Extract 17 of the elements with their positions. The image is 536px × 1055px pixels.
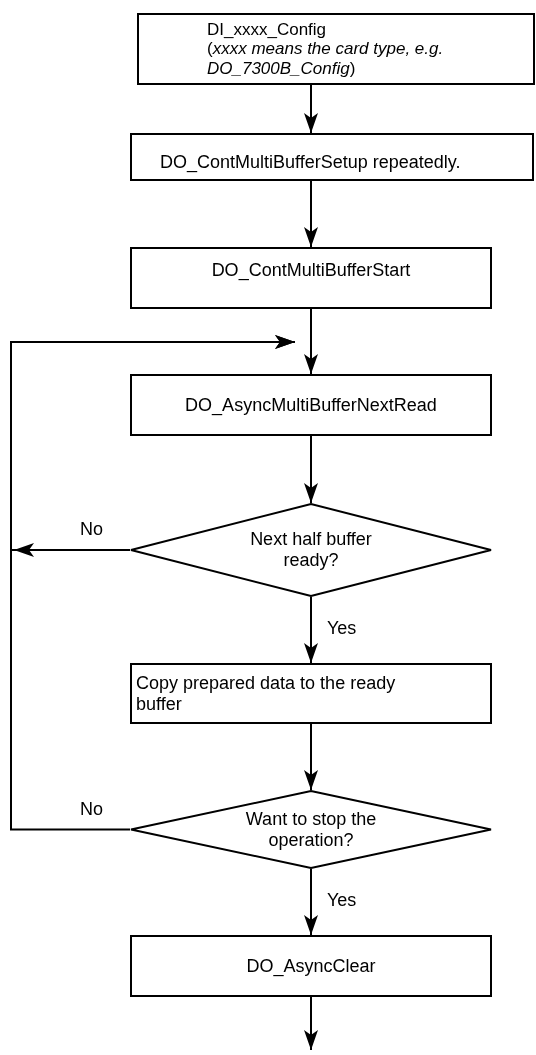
process-box <box>130 133 534 181</box>
process-box <box>130 663 492 724</box>
step-label: Next half buffer ready? <box>249 529 373 571</box>
step-label: Want to stop the operation? <box>244 808 378 851</box>
process-box <box>130 935 492 997</box>
decision-diamond <box>130 790 492 869</box>
step-note: (xxxx means the card type, e.g. DO_7300B_Config) <box>207 39 445 79</box>
step-label: DI_xxxx_Config <box>207 19 327 40</box>
process-box <box>130 374 492 436</box>
step-label: DO_AsyncMultiBufferNextRead <box>185 394 437 416</box>
decision-diamond <box>130 503 492 597</box>
step-label: DO_AsyncClear <box>246 955 376 977</box>
process-box <box>137 13 535 85</box>
process-box <box>130 247 492 309</box>
step-label: DO_ContMultiBufferStart <box>211 259 411 281</box>
step-label: DO_ContMultiBufferSetup repeatedly. <box>160 151 461 173</box>
step-label: Copy prepared data to the ready buffer <box>136 672 397 715</box>
